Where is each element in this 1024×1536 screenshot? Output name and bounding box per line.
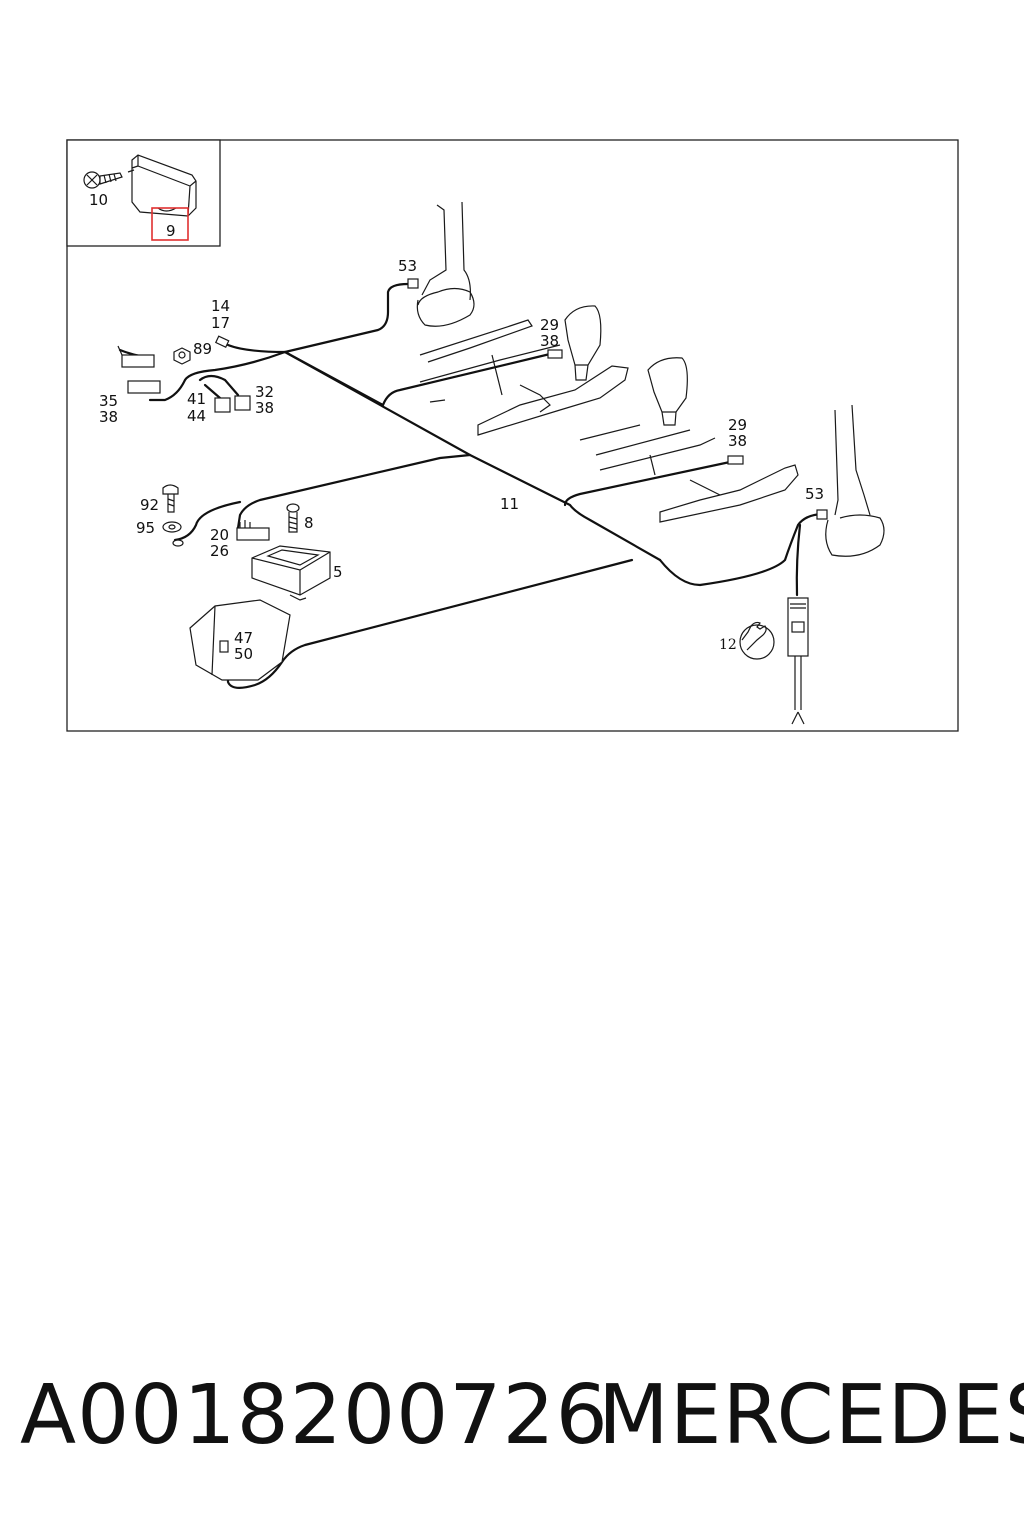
sensor-12 <box>739 597 809 725</box>
screw-8 <box>286 503 300 533</box>
callout-labels: 10 9 53 14 17 89 29 38 35 38 41 44 32 38… <box>89 191 824 663</box>
callout-50: 50 <box>234 645 253 663</box>
part-footer: A0018200726 MERCEDES <box>20 1368 1024 1478</box>
callout-38-lower: 38 <box>728 432 747 450</box>
control-unit-5 <box>251 545 331 601</box>
callout-26: 26 <box>210 542 229 560</box>
callout-38-upper: 38 <box>540 332 559 350</box>
callout-53-top: 53 <box>398 257 417 275</box>
connector-14-17 <box>214 335 230 348</box>
callout-14: 14 <box>211 297 230 315</box>
callout-38-left: 38 <box>99 408 118 426</box>
connector-20-26 <box>236 520 270 541</box>
wiring-harness-diagram: 10 9 53 14 17 89 29 38 35 38 41 44 32 38… <box>66 139 959 732</box>
terminal-95 <box>172 539 184 547</box>
callout-11: 11 <box>500 495 519 513</box>
callout-12: 12 <box>719 637 737 653</box>
callout-38-mid: 38 <box>255 399 274 417</box>
part-number: A0018200726 <box>20 1368 609 1463</box>
callout-53-right: 53 <box>805 485 824 503</box>
callout-41: 41 <box>187 390 206 408</box>
belt-buckle-upper <box>564 305 602 381</box>
callout-20: 20 <box>210 526 229 544</box>
harness-wires <box>118 282 824 689</box>
nut-89 <box>173 347 191 365</box>
callout-35: 35 <box>99 392 118 410</box>
callout-10: 10 <box>89 191 108 209</box>
callout-17: 17 <box>211 314 230 332</box>
connector-29-38-upper <box>547 349 563 359</box>
cover-47-50 <box>189 599 291 681</box>
diagram-frame <box>66 139 959 732</box>
connectors-41-44-32-38 <box>214 395 251 413</box>
part-9-highlight[interactable] <box>151 207 189 241</box>
callout-8: 8 <box>304 514 314 532</box>
brand-name: MERCEDES <box>598 1368 1024 1463</box>
callout-47: 47 <box>234 629 253 647</box>
callout-44: 44 <box>187 407 206 425</box>
screw-part-10 <box>83 171 123 189</box>
callout-95: 95 <box>136 519 155 537</box>
seat-belt-pillar-top <box>407 201 475 327</box>
seat-belt-pillar-right <box>816 404 885 557</box>
callout-92: 92 <box>140 496 159 514</box>
belt-buckle-lower <box>647 357 688 426</box>
bolt-92 <box>162 484 179 513</box>
sensor-module-part-9 <box>127 154 197 217</box>
callout-32: 32 <box>255 383 274 401</box>
callout-89: 89 <box>193 340 212 358</box>
connector-29-38-lower <box>727 455 744 465</box>
washer-95 <box>162 521 182 533</box>
callout-29-upper: 29 <box>540 316 559 334</box>
callout-29-lower: 29 <box>728 416 747 434</box>
seat-rails <box>419 319 799 523</box>
callout-9: 9 <box>166 222 176 240</box>
connector-35-38 <box>117 345 161 394</box>
callout-5: 5 <box>333 563 343 581</box>
